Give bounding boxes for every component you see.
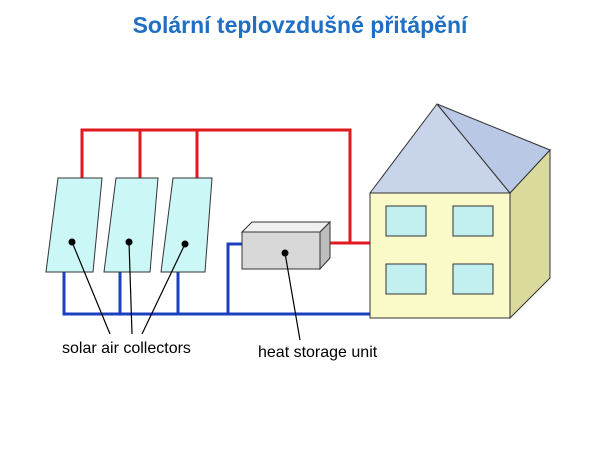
house-roof-right xyxy=(436,103,551,194)
house-window xyxy=(452,263,494,295)
solar-collectors xyxy=(45,177,213,273)
house-window xyxy=(385,205,427,237)
storage-label: heat storage unit xyxy=(258,344,378,361)
collectors-label: solar air collectors xyxy=(62,340,191,357)
house-window xyxy=(385,263,427,295)
label-dots xyxy=(68,238,289,257)
hot-air-pipes xyxy=(80,128,373,245)
label-leaders xyxy=(71,241,301,341)
solar-collector-3 xyxy=(160,177,213,273)
solar-collector-1 xyxy=(45,177,103,273)
house xyxy=(368,103,551,320)
heat-storage-unit xyxy=(240,220,332,271)
page-title: Solární teplovzdušné přitápění xyxy=(132,12,468,38)
solar-collector-2 xyxy=(103,177,159,273)
house-window xyxy=(452,205,494,237)
cold-air-pipes xyxy=(62,242,372,316)
